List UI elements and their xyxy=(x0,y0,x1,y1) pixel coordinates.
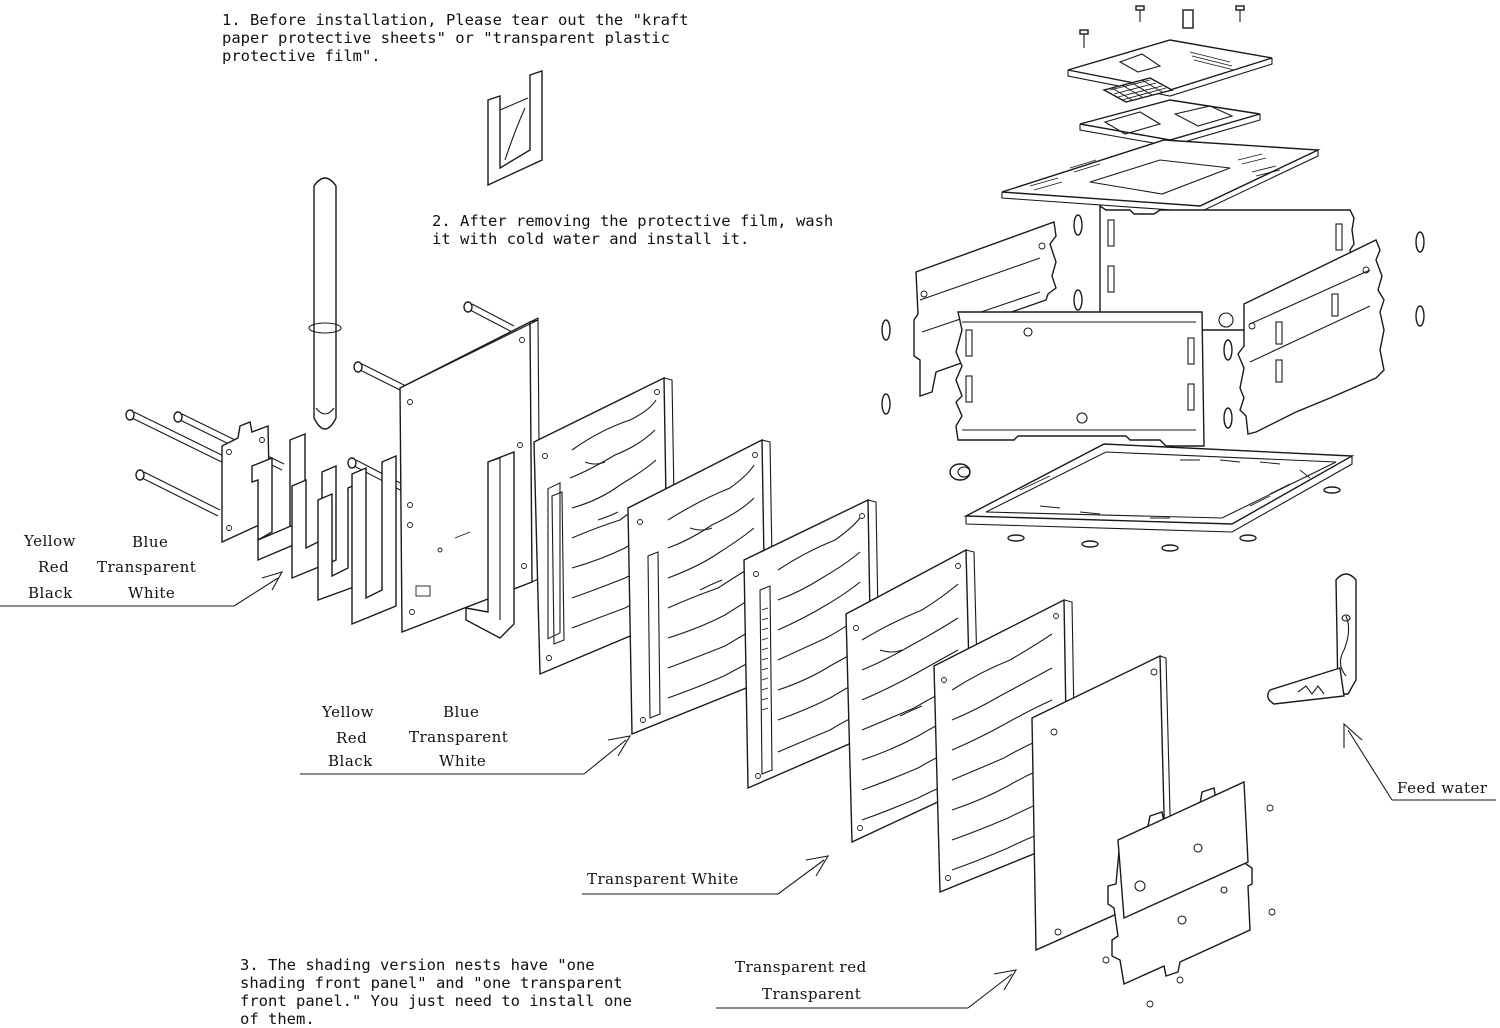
label-black-1: Black xyxy=(28,584,73,602)
label-white-1: White xyxy=(128,584,176,602)
label-transparent-1: Transparent xyxy=(97,558,197,576)
label-blue-2: Blue xyxy=(443,703,480,721)
top-screws xyxy=(1079,5,1245,48)
label-transparent-white: Transparent White xyxy=(587,870,739,888)
label-red-1: Red xyxy=(38,558,70,576)
top-cap-plate xyxy=(1067,39,1273,97)
standoff xyxy=(1182,9,1194,29)
screw xyxy=(1235,5,1245,22)
screw xyxy=(353,361,413,396)
box-right-wall xyxy=(1237,239,1385,435)
feed-water-tube xyxy=(1267,573,1357,705)
leader-lines xyxy=(0,571,1496,1009)
screw xyxy=(135,469,221,517)
label-transparent-2: Transparent xyxy=(409,728,509,746)
long-screws xyxy=(125,301,515,517)
screw xyxy=(1079,29,1089,48)
label-blue-1: Blue xyxy=(132,533,169,551)
round-vent xyxy=(949,463,971,481)
mesh-screen xyxy=(1102,77,1174,103)
u-clip-part xyxy=(487,70,543,187)
label-feed-water: Feed water xyxy=(1397,779,1488,797)
label-transparent-red: Transparent red xyxy=(735,958,867,976)
test-tube-part xyxy=(308,177,342,430)
spacer-frames xyxy=(221,421,397,626)
note-step-1: 1. Before installation, Please tear out … xyxy=(222,11,689,65)
back-plate xyxy=(399,317,541,634)
front-shading-panel xyxy=(1102,780,1276,1008)
note-step-2: 2. After removing the protective film, w… xyxy=(432,212,834,248)
l-bracket-part xyxy=(465,450,515,639)
label-white-2: White xyxy=(439,752,487,770)
label-red-2: Red xyxy=(336,729,368,747)
label-transparent: Transparent xyxy=(762,985,862,1003)
label-black-2: Black xyxy=(328,752,373,770)
box-floor xyxy=(963,443,1355,552)
grommet-rings xyxy=(881,214,1425,429)
screw xyxy=(1135,5,1145,22)
label-yellow-2: Yellow xyxy=(322,703,374,721)
note-step-3: 3. The shading version nests have "one s… xyxy=(240,956,632,1028)
box-front-wall xyxy=(955,311,1205,447)
label-yellow-1: Yellow xyxy=(24,532,76,550)
box-lid xyxy=(1001,139,1321,213)
screw xyxy=(463,301,515,333)
